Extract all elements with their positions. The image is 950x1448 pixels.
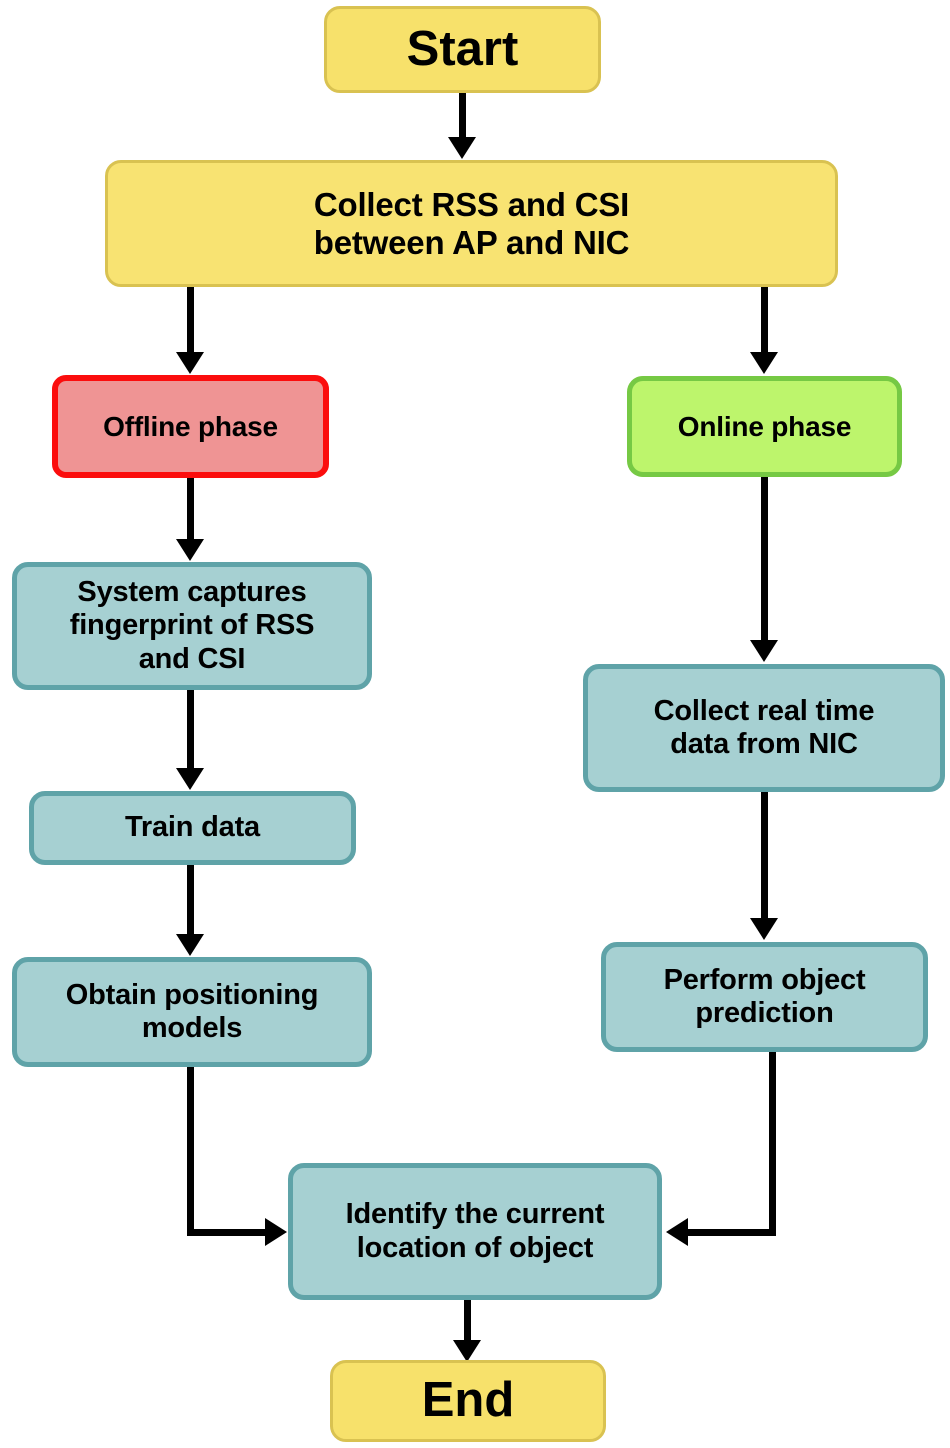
node-offline-phase[interactable]: Offline phase	[52, 375, 329, 478]
node-train-data[interactable]: Train data	[29, 791, 356, 865]
arrowhead-identify-to-end	[453, 1340, 481, 1362]
node-online-phase[interactable]: Online phase	[627, 376, 902, 477]
node-online-phase-label: Online phase	[677, 410, 852, 442]
arrowhead-collect-to-online	[750, 352, 778, 374]
arrowhead-online-to-realtime	[750, 640, 778, 662]
arrowhead-capture-to-train	[176, 768, 204, 790]
node-train-data-label: Train data	[125, 811, 260, 844]
node-offline-phase-label: Offline phase	[103, 410, 278, 442]
node-system-captures-fingerprint[interactable]: System captures fingerprint of RSS and C…	[12, 562, 372, 690]
node-system-captures-fingerprint-label: System captures fingerprint of RSS and C…	[69, 576, 315, 675]
node-start[interactable]: Start	[324, 6, 601, 93]
node-obtain-positioning-models[interactable]: Obtain positioning models	[12, 957, 372, 1067]
node-collect-realtime-data-label: Collect real time data from NIC	[653, 694, 875, 760]
edge-collect-to-online	[761, 287, 768, 355]
edge-realtime-to-prediction	[761, 792, 768, 920]
node-obtain-positioning-models-label: Obtain positioning models	[65, 978, 319, 1044]
edge-prediction-to-identify-vertical	[769, 1052, 776, 1236]
edge-offline-to-capture	[187, 478, 194, 542]
node-collect-realtime-data[interactable]: Collect real time data from NIC	[583, 664, 945, 792]
edge-identify-to-end	[464, 1300, 471, 1344]
arrowhead-realtime-to-prediction	[750, 918, 778, 940]
node-collect-rss-csi[interactable]: Collect RSS and CSI between AP and NIC	[105, 160, 838, 287]
node-end[interactable]: End	[330, 1360, 606, 1442]
arrowhead-collect-to-offline	[176, 352, 204, 374]
edge-collect-to-offline	[187, 287, 194, 355]
node-identify-current-location-label: Identify the current location of object	[345, 1198, 605, 1264]
node-end-label: End	[421, 1373, 515, 1428]
arrowhead-start-to-collect	[448, 137, 476, 159]
edge-start-to-collect	[459, 93, 466, 142]
edge-capture-to-train	[187, 690, 194, 770]
arrowhead-prediction-to-identify	[666, 1218, 688, 1246]
edge-models-to-identify-vertical	[187, 1067, 194, 1236]
arrowhead-offline-to-capture	[176, 539, 204, 561]
node-start-label: Start	[406, 21, 519, 76]
node-collect-rss-csi-label: Collect RSS and CSI between AP and NIC	[313, 185, 630, 261]
arrowhead-train-to-models	[176, 934, 204, 956]
edge-online-to-realtime	[761, 477, 768, 642]
node-perform-object-prediction-label: Perform object prediction	[663, 963, 866, 1029]
node-perform-object-prediction[interactable]: Perform object prediction	[601, 942, 928, 1052]
edge-prediction-to-identify-horizontal	[686, 1229, 776, 1236]
arrowhead-models-to-identify	[265, 1218, 287, 1246]
edge-models-to-identify-horizontal	[187, 1229, 270, 1236]
node-identify-current-location[interactable]: Identify the current location of object	[288, 1163, 662, 1300]
edge-train-to-models	[187, 865, 194, 937]
